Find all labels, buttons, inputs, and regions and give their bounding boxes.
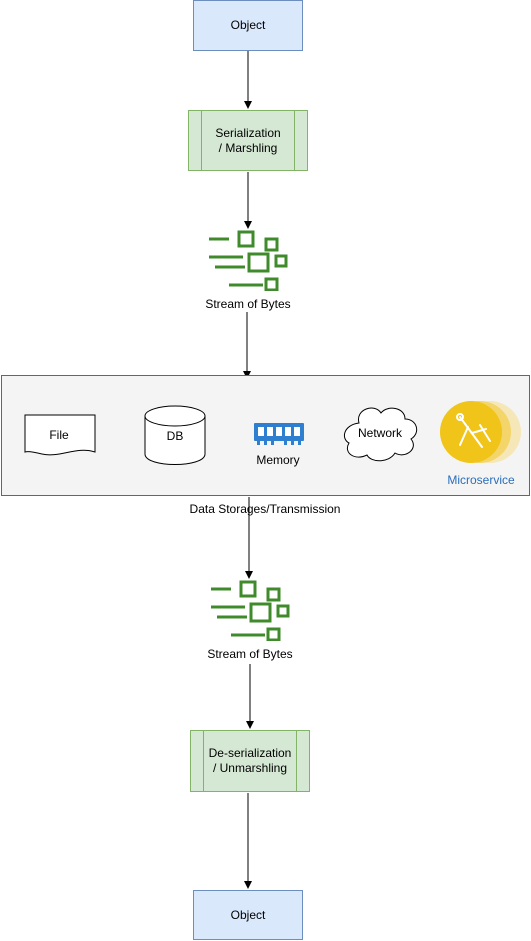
- deserialization-line-1: De-serialization: [208, 746, 292, 760]
- object-node-bottom[interactable]: Object: [193, 890, 303, 940]
- microservice-icon[interactable]: [438, 401, 526, 465]
- object-label: Object: [230, 907, 266, 922]
- serialization-node[interactable]: Serialization / Marshling: [188, 110, 308, 171]
- file-icon[interactable]: [24, 414, 96, 456]
- stream-label-bottom: Stream of Bytes: [207, 647, 293, 661]
- process-bar-left: [203, 731, 204, 791]
- stream-of-bytes-icon: [209, 230, 288, 291]
- deserialization-label: De-serialization / Unmarshling: [209, 746, 292, 776]
- cloud-icon[interactable]: [341, 403, 421, 463]
- microservice-label: Microservice: [447, 473, 515, 487]
- serialization-label: Serialization / Marshling: [215, 126, 280, 156]
- process-bar-right: [296, 731, 297, 791]
- network-label: Network: [357, 426, 403, 440]
- stream-of-bytes-icon: [211, 580, 290, 641]
- stream-label-top: Stream of Bytes: [205, 297, 291, 311]
- serialization-line-2: / Marshling: [218, 140, 278, 155]
- database-icon[interactable]: [143, 404, 207, 466]
- object-node-top[interactable]: Object: [193, 0, 303, 51]
- deserialization-node[interactable]: De-serialization / Unmarshling: [190, 730, 310, 792]
- deserialization-line-2: / Unmarshling: [212, 761, 287, 775]
- process-bar-right: [294, 111, 295, 170]
- storage-caption: Data Storages/Transmission: [189, 502, 341, 516]
- process-bar-left: [201, 111, 202, 170]
- memory-icon[interactable]: [254, 421, 304, 445]
- db-label: DB: [166, 429, 184, 443]
- memory-label: Memory: [256, 453, 300, 467]
- object-label: Object: [230, 18, 266, 32]
- file-label: File: [49, 428, 69, 442]
- serialization-line-1: Serialization: [215, 125, 281, 140]
